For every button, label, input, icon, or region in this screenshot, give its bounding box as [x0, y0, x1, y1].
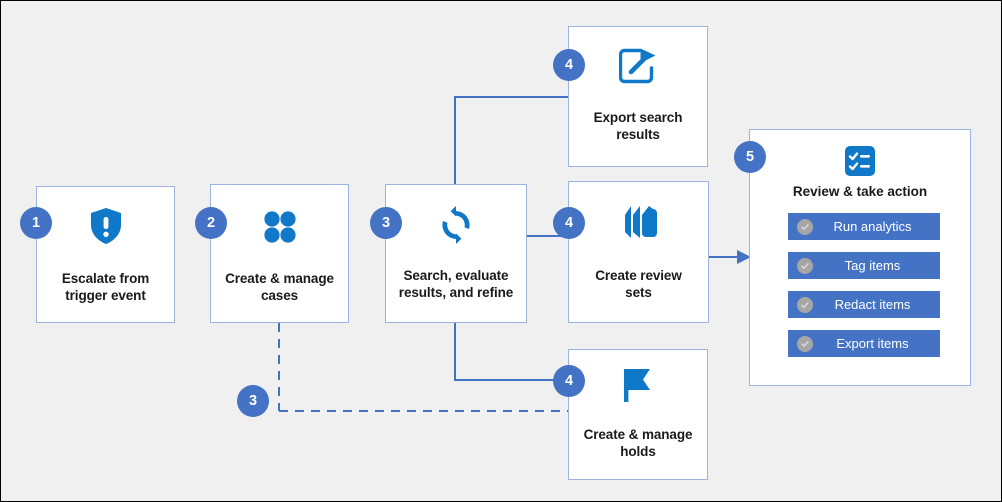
check-circle-icon — [797, 335, 813, 352]
shield-alert-icon — [89, 207, 123, 250]
step-badge-4-holds: 4 — [553, 365, 585, 397]
panel-review-take-action[interactable]: Review & take action Run analytics Tag i… — [749, 129, 971, 386]
step-badge-3: 3 — [370, 207, 402, 239]
node-label: Escalate from trigger event — [61, 271, 150, 304]
check-circle-icon — [797, 257, 813, 274]
sync-refresh-icon — [438, 205, 474, 250]
step-badge-5: 5 — [734, 141, 766, 173]
four-dots-icon — [262, 209, 298, 250]
node-label: Create & manage cases — [225, 271, 334, 304]
action-export-items[interactable]: Export items — [788, 330, 940, 357]
action-label: Export items — [836, 336, 909, 351]
step-badge-4-reviewsets: 4 — [553, 207, 585, 239]
check-circle-icon — [797, 296, 813, 313]
action-run-analytics[interactable]: Run analytics — [788, 213, 940, 240]
node-export-search-results[interactable]: Export search results — [568, 26, 708, 167]
step-badge-4-export: 4 — [553, 49, 585, 81]
action-label: Run analytics — [833, 219, 912, 234]
layers-stack-icon — [619, 204, 659, 247]
step-badge-3-dashed: 3 — [237, 385, 269, 417]
node-label: Create review sets — [595, 268, 682, 301]
flag-icon — [619, 366, 657, 409]
checklist-icon — [845, 146, 875, 181]
node-escalate-from-trigger-event[interactable]: Escalate from trigger event — [36, 186, 175, 323]
step-badge-1: 1 — [20, 207, 52, 239]
node-label: Search, evaluate results, and refine — [398, 268, 514, 301]
check-circle-icon — [797, 218, 813, 235]
action-label: Redact items — [834, 297, 911, 312]
step-badge-2: 2 — [195, 207, 227, 239]
node-create-manage-holds[interactable]: Create & manage holds — [568, 349, 708, 480]
share-export-icon — [618, 47, 657, 90]
edge-cases-to-search — [278, 323, 601, 418]
action-label: Tag items — [844, 258, 901, 273]
node-create-manage-cases[interactable]: Create & manage cases — [210, 184, 349, 323]
action-tag-items[interactable]: Tag items — [788, 252, 940, 279]
node-create-review-sets[interactable]: Create review sets — [568, 181, 709, 323]
node-search-evaluate-refine[interactable]: Search, evaluate results, and refine — [385, 184, 527, 323]
action-list: Run analytics Tag items Redact items — [788, 213, 940, 369]
action-redact-items[interactable]: Redact items — [788, 291, 940, 318]
panel-title: Review & take action — [792, 184, 928, 199]
node-label: Create & manage holds — [583, 427, 693, 460]
node-label: Export search results — [593, 110, 683, 143]
